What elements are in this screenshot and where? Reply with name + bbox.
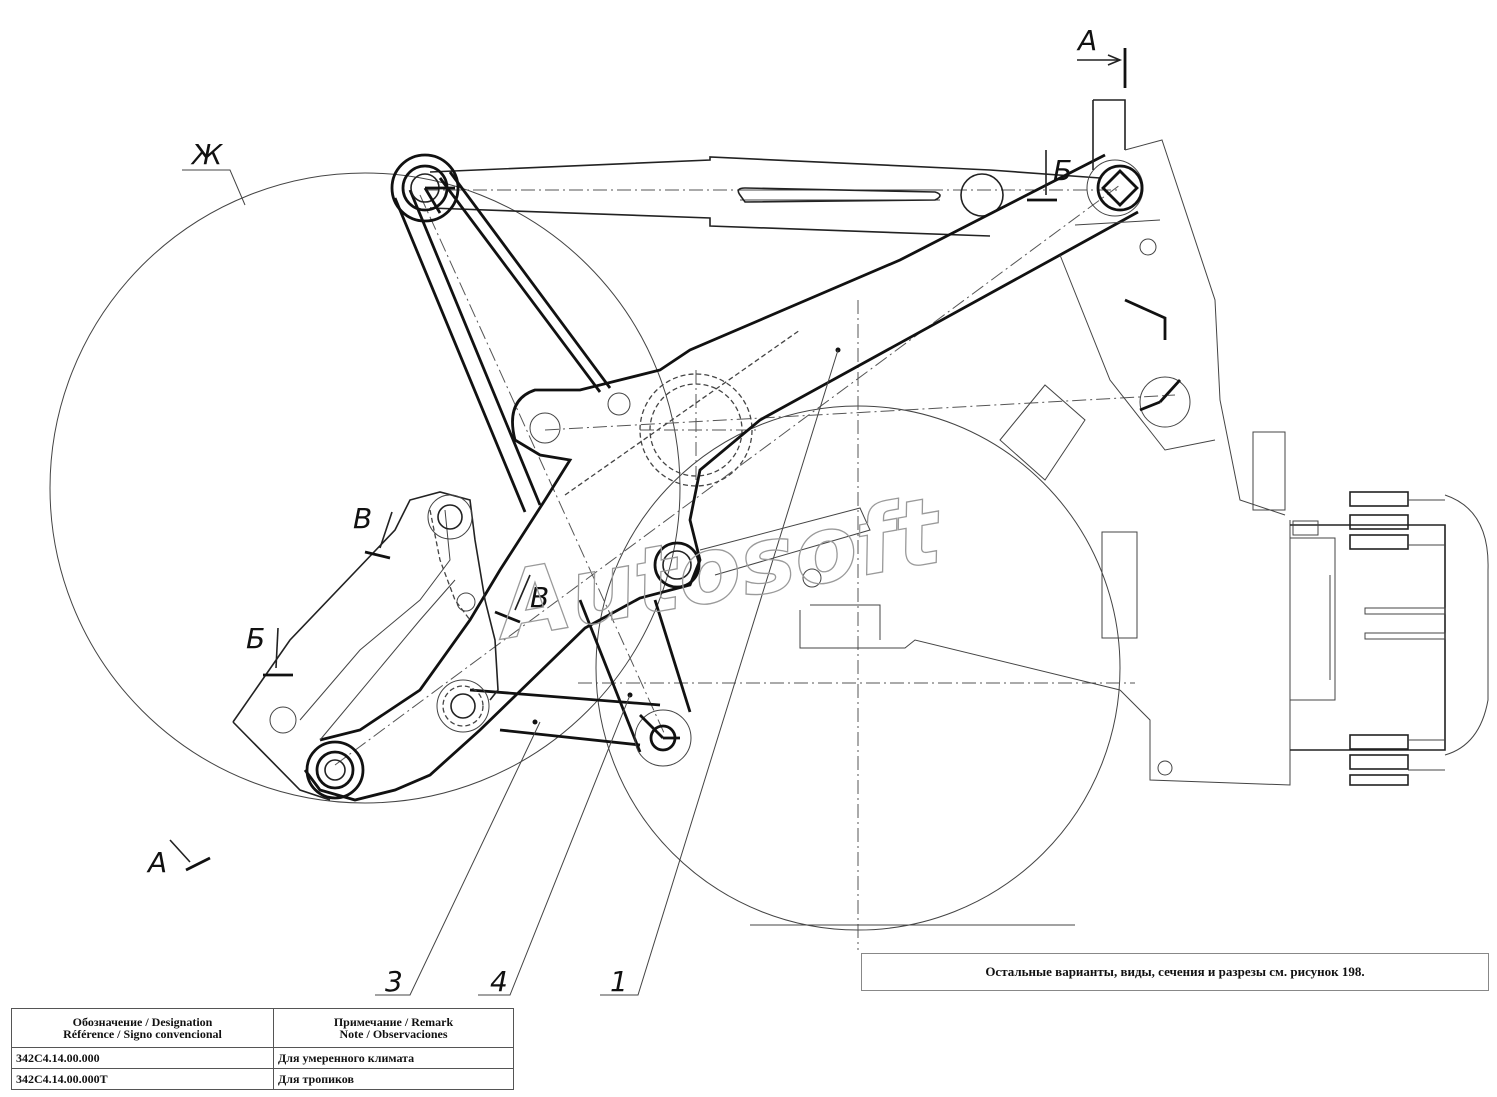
section-label-v-left: В — [353, 502, 372, 535]
designation-table: Обозначение / Designation Référence / Si… — [11, 1008, 514, 1090]
view-label-zh: Ж — [190, 138, 224, 171]
header-designation: Обозначение / Designation Référence / Si… — [11, 1008, 274, 1048]
position-number-1: 1 — [610, 965, 628, 998]
link3-dot — [532, 719, 538, 725]
section-label-a-bottom: А — [146, 846, 167, 879]
header-remark-line1: Примечание / Remark — [333, 1015, 454, 1029]
link-rods — [390, 153, 612, 513]
section-label-b-left: Б — [246, 622, 265, 655]
hydraulic-cylinder — [429, 156, 1101, 237]
row-designation: 342C4.14.00.000Т — [11, 1068, 274, 1090]
header-remark-line2: Note / Observaciones — [339, 1027, 448, 1041]
note-box: Остальные варианты, виды, сечения и разр… — [861, 953, 1489, 991]
position-number-3: 3 — [385, 965, 403, 998]
position-number-4: 4 — [490, 965, 508, 998]
watermark: Autosoft — [485, 477, 952, 661]
table-header-row: Обозначение / Designation Référence / Si… — [11, 1008, 514, 1048]
row-designation: 342C4.14.00.000 — [11, 1047, 274, 1069]
row-remark: Для тропиков — [273, 1068, 514, 1090]
note-text: Остальные варианты, виды, сечения и разр… — [985, 964, 1365, 979]
tire-outline-large — [49, 172, 681, 804]
row-remark: Для умеренного климата — [273, 1047, 514, 1069]
section-label-b-top: Б — [1053, 154, 1072, 187]
boom-arm — [303, 153, 1144, 802]
gear-circle — [639, 373, 753, 487]
section-label-v-mid: В — [530, 581, 549, 614]
section-markers — [169, 48, 1127, 872]
header-designation-line1: Обозначение / Designation — [72, 1015, 213, 1029]
mounting-frame — [799, 99, 1291, 786]
quick-coupler — [1290, 491, 1489, 786]
attachment — [232, 392, 631, 801]
table-row: 342C4.14.00.000 Для умеренного климата — [11, 1047, 514, 1069]
header-designation-line2: Référence / Signo convencional — [63, 1027, 222, 1041]
leader-lines — [182, 169, 839, 996]
section-label-a-top: А — [1076, 24, 1097, 57]
lower-links — [436, 599, 692, 767]
table-row: 342C4.14.00.000Т Для тропиков — [11, 1068, 514, 1090]
header-remark: Примечание / Remark Note / Observaciones — [273, 1008, 514, 1048]
